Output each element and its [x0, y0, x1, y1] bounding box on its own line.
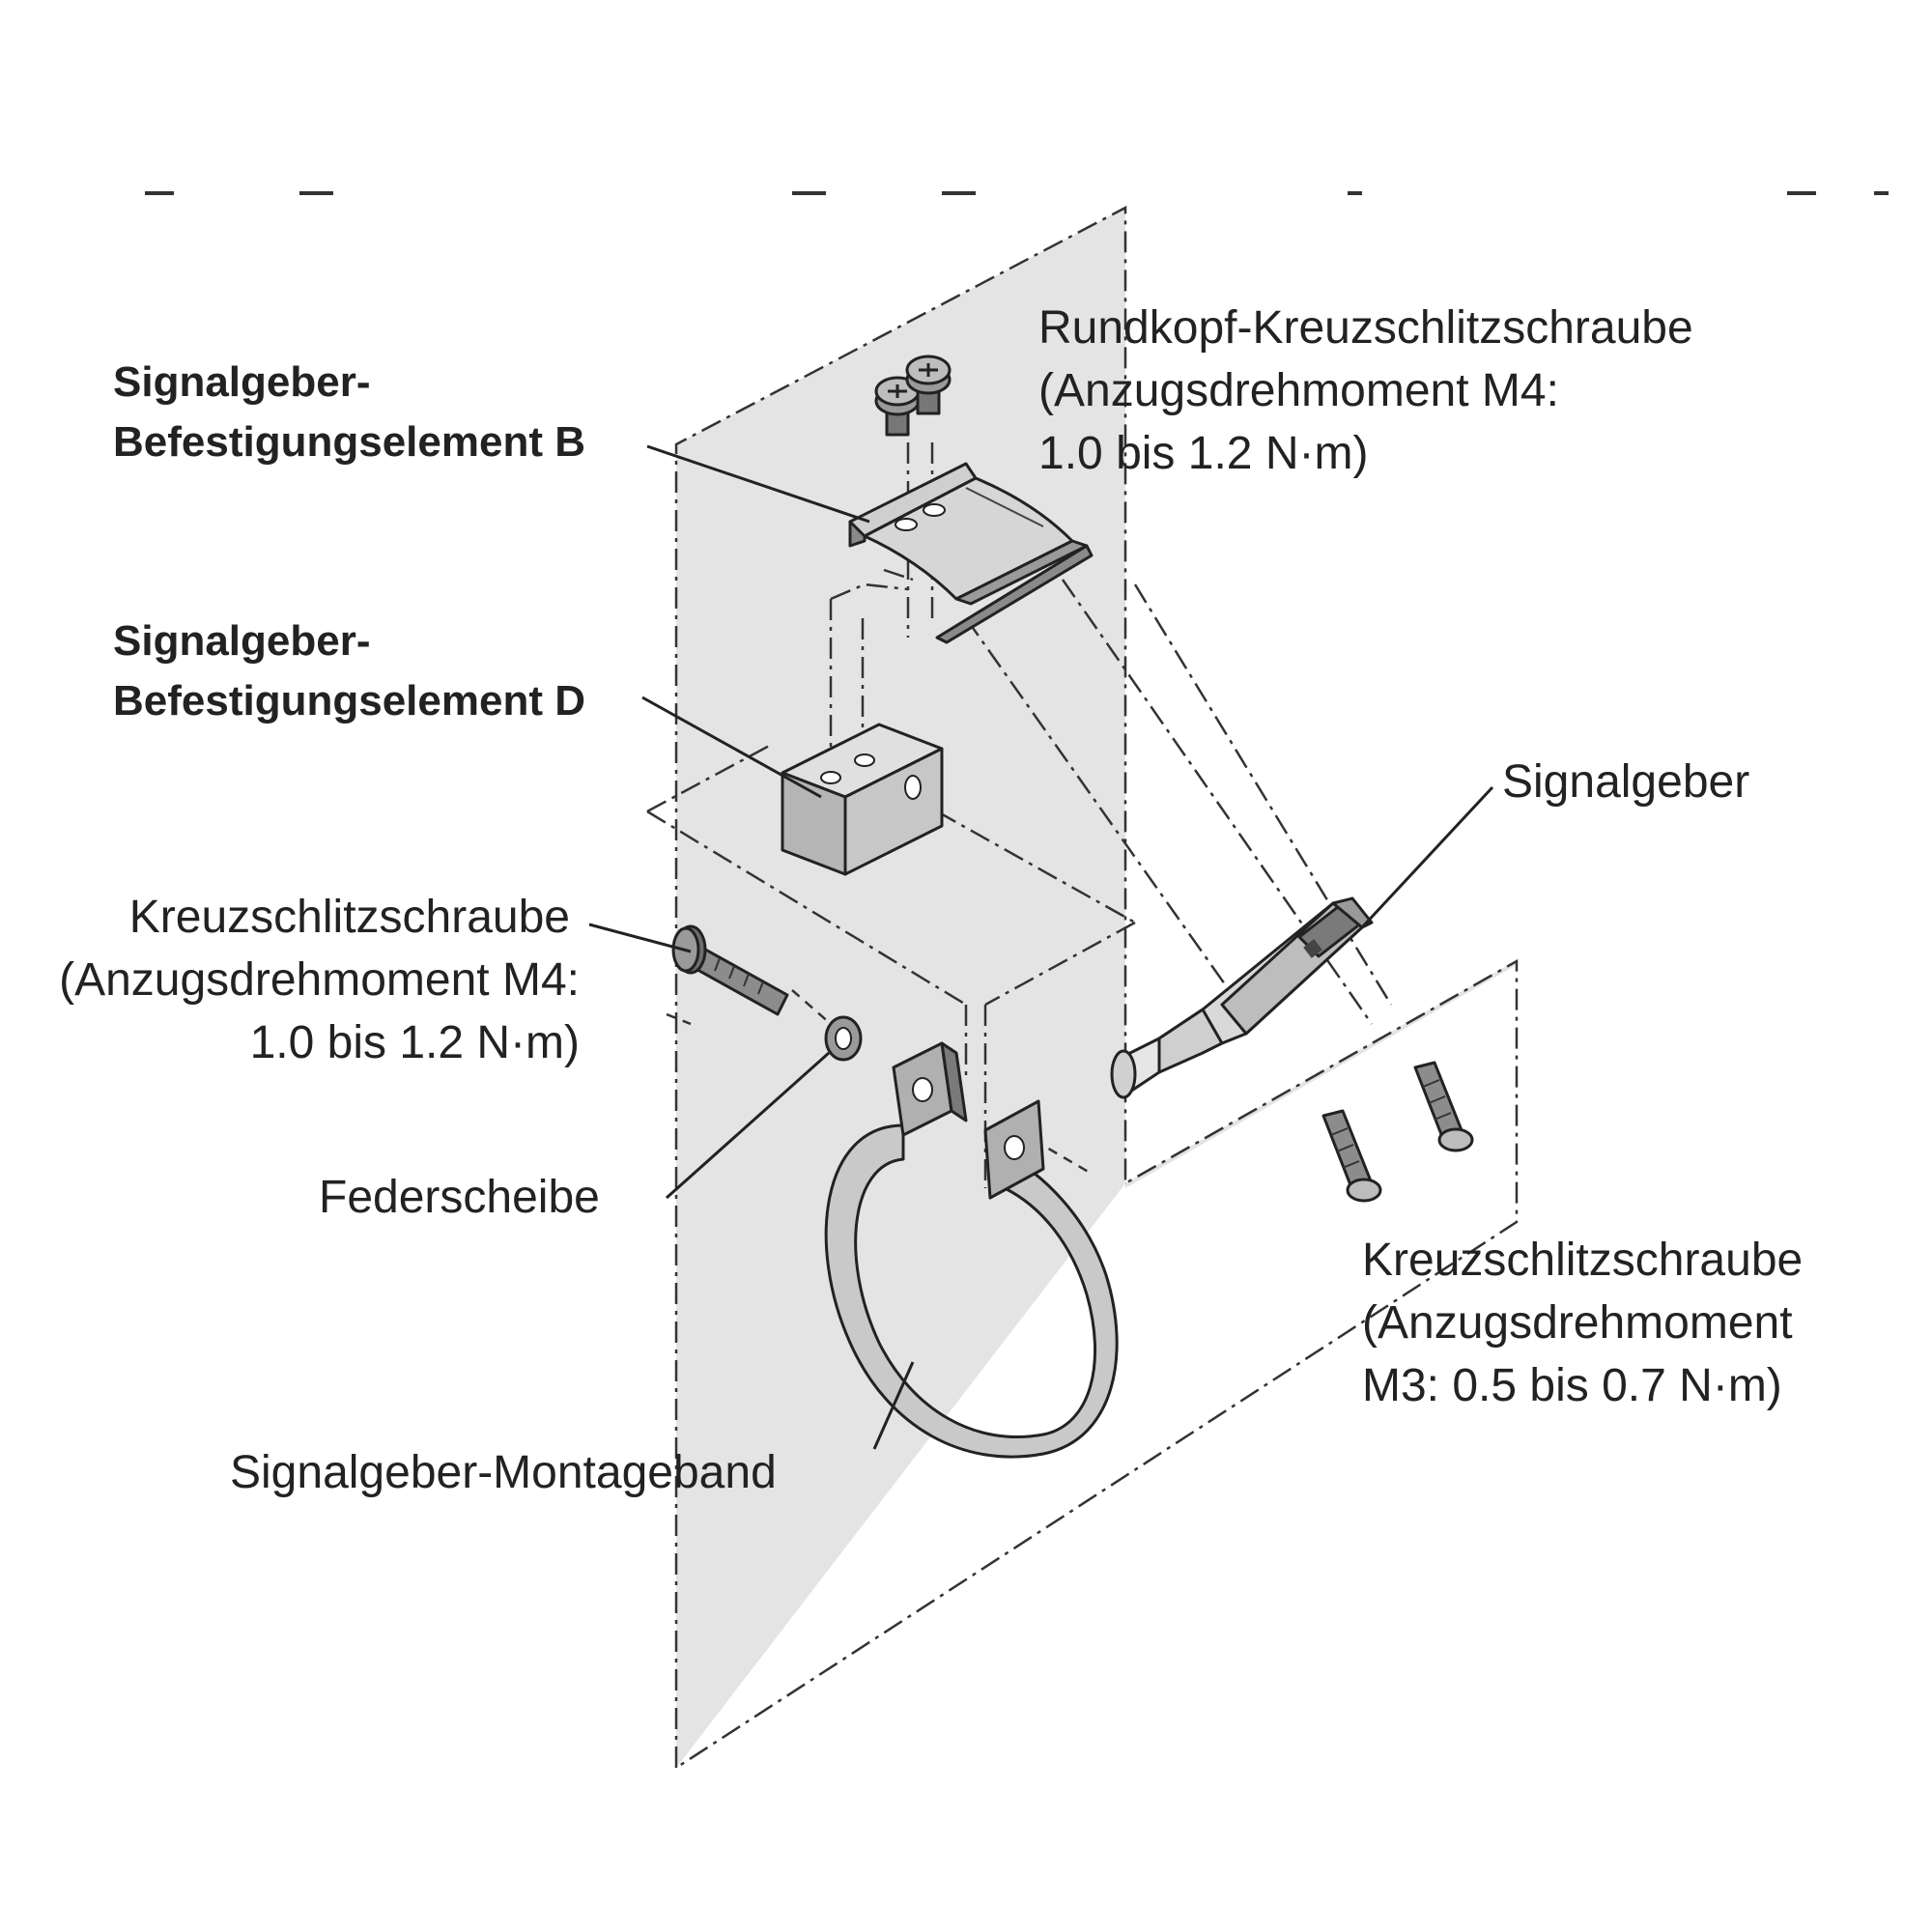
leader-lines: [588, 444, 1494, 1450]
mounting-element-d: [781, 723, 944, 876]
label-pan-head-screw-line3: 1.0 bis 1.2 N·m): [1038, 428, 1368, 479]
label-mounting-element-d-line1: Signalgeber-: [113, 617, 371, 665]
mounting-band: [824, 1041, 1119, 1459]
label-pan-head-screw-line1: Rundkopf-Kreuzschlitzschraube: [1038, 302, 1693, 354]
label-mounting-element-b-line2: Befestigungselement B: [113, 418, 585, 466]
label-cross-screw-m4-line1: Kreuzschlitzschraube: [129, 892, 570, 943]
label-mounting-element-b-line1: Signalgeber-: [113, 358, 371, 406]
spring-washer: [824, 1015, 863, 1062]
label-cross-screw-m4-line3: 1.0 bis 1.2 N·m): [250, 1017, 580, 1068]
pan-head-screw-left: [874, 376, 921, 437]
label-mounting-element-d-line2: Befestigungselement D: [113, 677, 585, 724]
cross-screws-m3: [1321, 1061, 1474, 1203]
label-pan-head-screw-line2: (Anzugsdrehmoment M4:: [1038, 365, 1559, 416]
cross-screw-m3-a: [1321, 1109, 1382, 1203]
label-cross-screw-m3-line2: (Anzugsdrehmoment: [1362, 1297, 1793, 1349]
label-cross-screw-m3-line1: Kreuzschlitzschraube: [1362, 1235, 1803, 1286]
label-cross-screw-m4-line2: (Anzugsdrehmoment M4:: [59, 954, 580, 1006]
label-cross-screw-m3-line3: M3: 0.5 bis 0.7 N·m): [1362, 1360, 1782, 1411]
mounting-element-b: [848, 462, 1094, 644]
label-spring-washer: Federscheibe: [319, 1172, 600, 1223]
pan-head-screw-right: [905, 355, 952, 415]
label-mounting-band: Signalgeber-Montageband: [230, 1447, 777, 1498]
pan-head-screws: [874, 355, 952, 437]
cross-screw-m4: [671, 924, 789, 1016]
signalgeber-switch: [1110, 896, 1374, 1099]
cross-screw-m3-b: [1413, 1061, 1474, 1152]
label-signalgeber: Signalgeber: [1502, 756, 1749, 808]
